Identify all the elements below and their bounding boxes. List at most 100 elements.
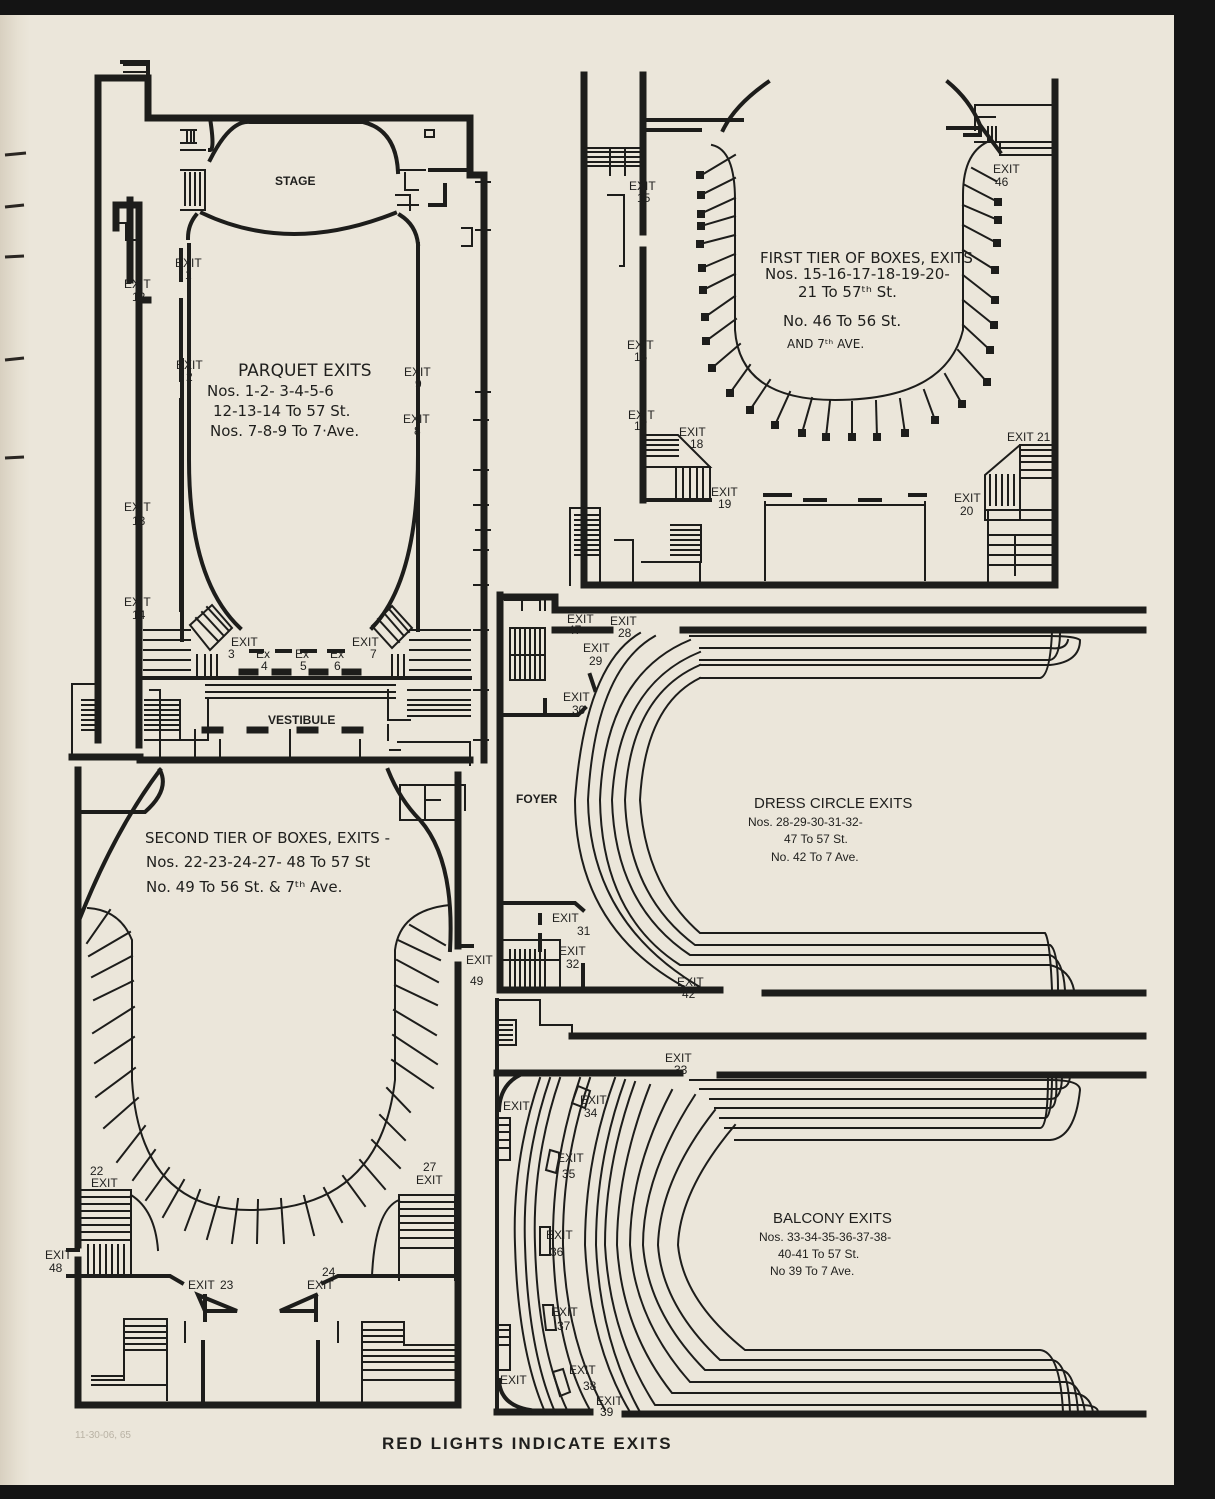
svg-text:Ex: Ex — [295, 647, 309, 661]
svg-text:EXIT: EXIT — [557, 1151, 584, 1165]
first-tier-line-1: Nos. 15-16-17-18-19-20- — [765, 265, 950, 283]
svg-text:EXIT: EXIT — [404, 365, 431, 379]
svg-text:8: 8 — [414, 424, 421, 438]
svg-text:EXIT: EXIT — [665, 1051, 692, 1065]
svg-text:13: 13 — [132, 514, 146, 528]
svg-text:EXIT: EXIT — [45, 1248, 72, 1262]
svg-text:22: 22 — [90, 1164, 104, 1178]
svg-text:42: 42 — [682, 987, 696, 1001]
balcony-exit-boxes — [539, 1084, 592, 1398]
svg-text:EXIT: EXIT — [583, 641, 610, 655]
svg-text:EXIT: EXIT — [711, 485, 738, 499]
second-tier-title: SECOND TIER OF BOXES, EXITS - — [145, 829, 390, 847]
svg-text:7: 7 — [370, 647, 377, 661]
svg-text:EXIT: EXIT — [500, 1373, 527, 1387]
svg-text:24: 24 — [322, 1265, 336, 1279]
svg-text:34: 34 — [584, 1106, 598, 1120]
svg-text:33: 33 — [674, 1063, 688, 1077]
svg-text:EXIT: EXIT — [307, 1278, 334, 1292]
svg-text:30: 30 — [572, 703, 586, 717]
svg-text:3: 3 — [228, 647, 235, 661]
svg-text:15: 15 — [637, 191, 651, 205]
binding-stitches — [4, 151, 27, 460]
first-tier-line-3: No. 46 To 56 St. — [783, 312, 901, 330]
dress-circle-line-1: Nos. 28-29-30-31-32- — [748, 815, 863, 829]
svg-text:EXIT: EXIT — [563, 690, 590, 704]
svg-text:EXIT: EXIT — [551, 1305, 578, 1319]
second-tier-line-1: Nos. 22-23-24-27- 48 To 57 St — [146, 853, 370, 871]
svg-text:35: 35 — [562, 1167, 576, 1181]
svg-text:4: 4 — [261, 659, 268, 673]
svg-text:19: 19 — [718, 497, 732, 511]
svg-text:EXIT: EXIT — [627, 338, 654, 352]
svg-text:20: 20 — [960, 504, 974, 518]
exit-label-35: EXIT 35 — [557, 1151, 584, 1181]
box-lamps-left — [698, 153, 1000, 439]
dress-circle-rows — [573, 630, 1082, 992]
dress-circle-plan — [496, 591, 1147, 997]
binding-edge — [0, 15, 30, 1485]
svg-text:EXIT: EXIT — [596, 1394, 623, 1408]
svg-text:EXIT: EXIT — [628, 408, 655, 422]
parquet-line-1: Nos. 1-2- 3-4-5-6 — [207, 382, 334, 400]
svg-text:EXIT: EXIT — [466, 953, 493, 967]
exit-label-4: Ex4 — [256, 647, 270, 673]
svg-text:EXIT: EXIT — [175, 256, 202, 270]
dress-circle-title: DRESS CIRCLE EXITS — [754, 795, 912, 812]
svg-text:EXIT: EXIT — [629, 179, 656, 193]
svg-text:39: 39 — [600, 1405, 614, 1419]
svg-text:EXIT: EXIT — [124, 500, 151, 514]
svg-text:EXIT: EXIT — [124, 277, 151, 291]
svg-text:36: 36 — [550, 1245, 564, 1259]
svg-text:EXIT: EXIT — [677, 975, 704, 989]
first-tier-line-4: AND 7ᵗʰ AVE. — [787, 337, 864, 351]
exit-label-balcony-lower: EXIT — [500, 1373, 527, 1387]
pencil-date-note: 11-30-06, 65 — [75, 1430, 131, 1441]
svg-text:12: 12 — [132, 290, 146, 304]
svg-text:9: 9 — [415, 377, 422, 391]
room-label-stage: STAGE — [275, 174, 315, 188]
balcony-title: BALCONY EXITS — [773, 1210, 892, 1227]
svg-text:Ex: Ex — [256, 647, 270, 661]
balcony-line-2: 40-41 To 57 St. — [778, 1247, 859, 1261]
second-tier-line-2: No. 49 To 56 St. & 7ᵗʰ Ave. — [146, 878, 342, 896]
box-lamp-dots — [696, 171, 1002, 441]
balcony-line-3: No 39 To 7 Ave. — [770, 1264, 854, 1278]
footer-caption: RED LIGHTS INDICATE EXITS — [382, 1434, 673, 1453]
svg-text:EXIT: EXIT — [993, 162, 1020, 176]
svg-text:17: 17 — [634, 419, 648, 433]
balcony-line-1: Nos. 33-34-35-36-37-38- — [759, 1230, 891, 1244]
svg-text:31: 31 — [577, 924, 591, 938]
parquet-plan — [68, 60, 491, 766]
dress-circle-line-3: No. 42 To 7 Ave. — [771, 850, 859, 864]
svg-text:29: 29 — [589, 654, 603, 668]
second-tier-plan — [66, 766, 474, 1409]
balcony-rows — [513, 1073, 1100, 1414]
room-label-vestibule: VESTIBULE — [268, 713, 335, 727]
svg-text:1: 1 — [185, 268, 192, 282]
svg-text:6: 6 — [334, 659, 341, 673]
